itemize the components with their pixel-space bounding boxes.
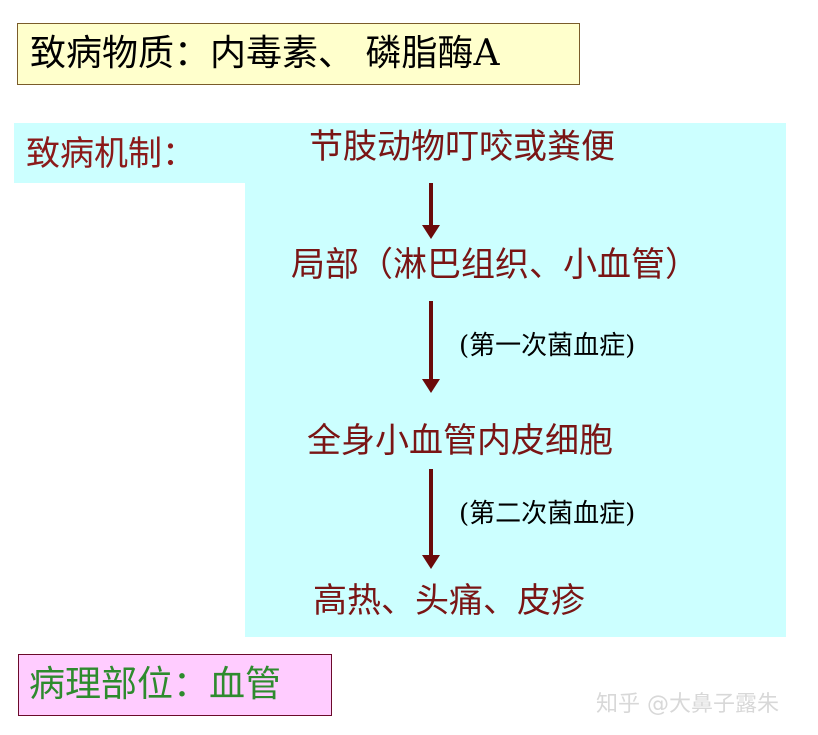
down-arrow-icon: [422, 183, 440, 239]
flow-step-local: 局部（淋巴组织、小血管）: [291, 245, 699, 285]
pathogenic-substance-box: 致病物质：内毒素、 磷脂酶A: [17, 23, 580, 85]
mechanism-label: 致病机制：: [14, 123, 245, 183]
mechanism-flow-panel: 节肢动物叮咬或粪便 局部（淋巴组织、小血管） (第一次菌血症) 全身小血管内皮细…: [245, 123, 786, 637]
down-arrow-icon: [422, 301, 440, 393]
flow-step-symptoms: 高热、头痛、皮疹: [313, 581, 585, 621]
pathological-site-box: 病理部位：血管: [18, 654, 332, 716]
watermark: 知乎 @大鼻子露朱: [596, 692, 779, 717]
flow-note-second-bacteremia: (第二次菌血症): [459, 499, 636, 529]
down-arrow-icon: [422, 469, 440, 569]
flow-step-arthropod-bite: 节肢动物叮咬或粪便: [309, 127, 615, 167]
flow-note-first-bacteremia: (第一次菌血症): [459, 331, 636, 361]
flow-step-systemic-endothelium: 全身小血管内皮细胞: [307, 421, 613, 461]
